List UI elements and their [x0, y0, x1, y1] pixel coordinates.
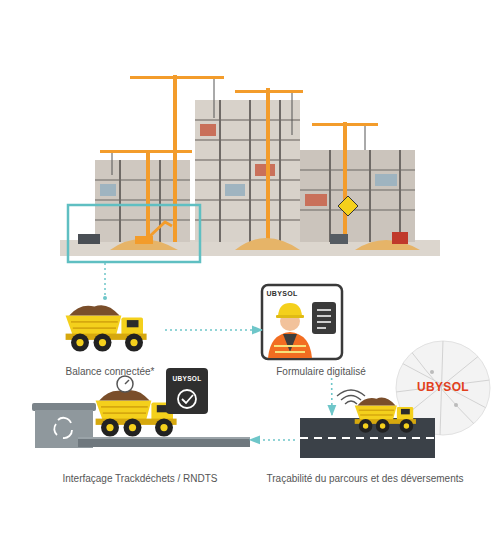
map-dot [454, 403, 458, 407]
worker-vest [268, 332, 312, 358]
crane-mast [266, 88, 270, 242]
flow-connector [165, 329, 262, 331]
bin-lid [32, 403, 96, 411]
hard-hat [278, 303, 302, 316]
brand-label: UBYSOL [417, 380, 469, 394]
container [392, 232, 408, 244]
window [225, 184, 245, 196]
leader-line [104, 263, 106, 296]
crane-cables [112, 79, 365, 175]
warning-sign [338, 196, 358, 216]
signal-icon [337, 390, 365, 404]
crane-jib [312, 123, 378, 126]
reflective-stripe [274, 346, 306, 352]
brand-label: UBYSOL [173, 375, 202, 382]
document-lines [317, 310, 331, 328]
check-circle [178, 390, 196, 408]
building [300, 150, 415, 242]
crane-jib [100, 150, 192, 153]
cranes [100, 75, 378, 242]
worker-shirt [283, 334, 297, 352]
document-icon [312, 302, 336, 334]
illustrated-step: Traçabilité du parcours et des déverseme… [295, 415, 435, 485]
map-dot [430, 370, 434, 374]
hat-brim [276, 315, 304, 318]
illustrated-step: Formulaire digitalisé [262, 282, 380, 378]
flow-connector [331, 378, 333, 415]
tablet [262, 285, 342, 359]
connectors [165, 330, 332, 440]
tablet-check [166, 368, 208, 414]
construction-site [60, 75, 440, 300]
dial [117, 376, 133, 392]
check-mark [182, 395, 193, 403]
site-vehicle [330, 234, 348, 244]
excavator-arm [150, 222, 172, 236]
excavator [135, 236, 153, 244]
step-caption: Formulaire digitalisé [276, 366, 365, 378]
scale-dial [117, 376, 133, 392]
crane-mast [146, 150, 150, 242]
crane-jib [130, 76, 224, 79]
highlight-frame [68, 205, 200, 262]
dump-truck [66, 305, 147, 351]
dump-truck [96, 390, 177, 436]
flow-connector [250, 439, 295, 441]
brand-label: UBYSOL [267, 290, 298, 297]
brick-wall [255, 164, 275, 176]
brick-wall [200, 124, 216, 136]
crane-jib [235, 90, 303, 93]
crane-mast [173, 75, 177, 242]
leader-dot [103, 296, 107, 300]
tablet-form [262, 285, 342, 359]
recycle-symbol [54, 418, 72, 438]
sand-piles [110, 238, 420, 250]
dump-truck [355, 398, 416, 433]
step-caption: Traçabilité du parcours et des déverseme… [267, 473, 464, 485]
site-vehicle [78, 234, 100, 244]
window [375, 174, 397, 186]
crane-mast [343, 122, 347, 242]
dial-needle [125, 380, 129, 384]
scale-edge [78, 437, 250, 439]
brick-wall [305, 194, 327, 206]
road [300, 390, 435, 458]
step-caption: Interfaçage Trackdéchets / RNDTS [62, 473, 217, 485]
illustrated-step: Balance connectée* [55, 298, 165, 378]
window [100, 184, 116, 196]
columns [120, 100, 400, 242]
scale-platform [78, 437, 250, 447]
illustrated-step: Interfaçage Trackdéchets / RNDTS [30, 375, 250, 485]
lane-marking [300, 437, 435, 439]
step-caption: Balance connectée* [66, 366, 155, 378]
tablet [166, 368, 208, 414]
